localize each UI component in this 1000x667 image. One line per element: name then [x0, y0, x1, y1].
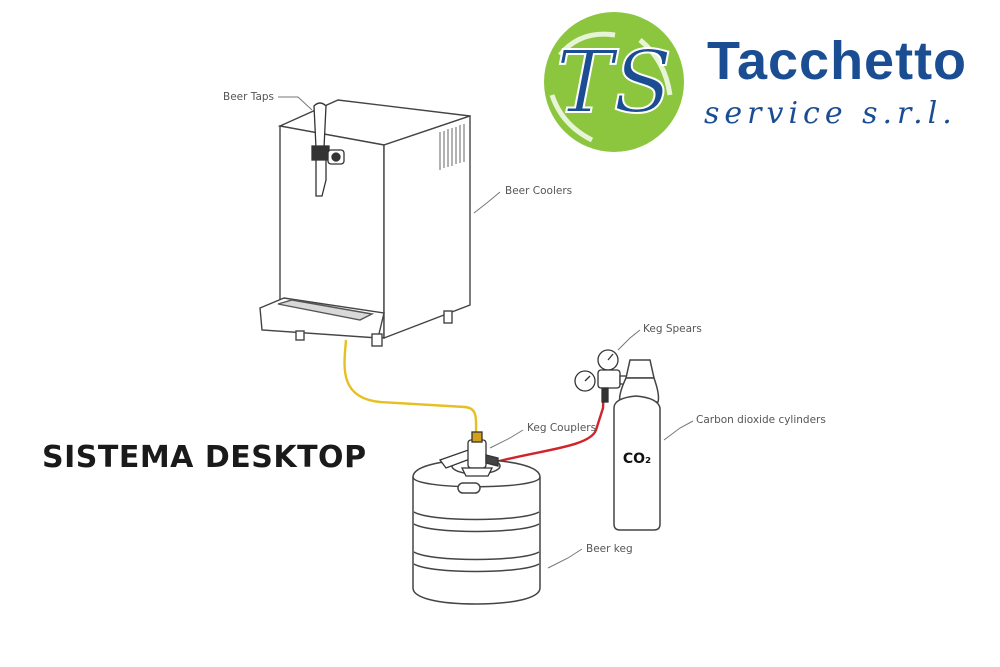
gas-line [495, 384, 606, 464]
label-co2-cylinders: Carbon dioxide cylinders [696, 414, 826, 426]
gauge-needle [607, 353, 614, 361]
beer-tap [311, 102, 345, 197]
regulator-outlet [601, 387, 609, 403]
callout-leaders [278, 96, 694, 569]
cylinder-body [613, 395, 661, 531]
cooler-foot [371, 333, 383, 347]
keg-ring-upper [413, 511, 540, 533]
leader-beer-coolers [473, 191, 501, 214]
cooler-foot [295, 330, 305, 341]
drip-tray-grate [277, 299, 375, 321]
coupler-base [460, 467, 494, 477]
brand-subtitle: service s.r.l. [704, 96, 957, 131]
leader-beer-keg [547, 548, 583, 569]
keg-handle [457, 482, 481, 494]
coupler-top [471, 431, 483, 443]
beer-line [343, 339, 478, 433]
tap-handle [313, 102, 327, 149]
co2-cylinder: CO₂ [613, 359, 661, 531]
cylinder-label: CO₂ [623, 451, 651, 467]
cylinder-shoulder [618, 377, 660, 403]
label-beer-coolers: Beer Coolers [505, 185, 573, 197]
gauge-needle [584, 375, 591, 382]
logo-letters: TS [556, 33, 672, 133]
leader-co2-cylinders [663, 420, 694, 441]
label-beer-keg: Beer keg [586, 543, 633, 555]
leader-beer-taps [278, 96, 313, 111]
regulator-body [597, 369, 621, 389]
label-beer-taps: Beer Taps [223, 91, 275, 103]
cylinder-valve [625, 359, 655, 379]
tap-collar [311, 145, 330, 161]
label-keg-couplers: Keg Couplers [527, 422, 597, 434]
keg-ring-lower [413, 551, 540, 573]
co2-regulator [574, 349, 631, 403]
logo-white-swirls [549, 31, 673, 143]
tap-nut [331, 152, 341, 162]
tap-body [315, 159, 327, 197]
coupler-gas-inlet [485, 454, 499, 467]
leader-keg-couplers [489, 429, 524, 449]
beer-cooler [259, 99, 471, 347]
beer-keg [412, 457, 541, 605]
leader-keg-spears [617, 329, 641, 351]
cooler-side [383, 115, 471, 340]
drip-tray [259, 297, 385, 339]
label-keg-spears: Keg Spears [643, 323, 702, 335]
cooler-foot [443, 310, 453, 324]
keg-coupler [438, 431, 499, 477]
coupler-body [467, 439, 487, 469]
cooler-vent [439, 124, 465, 170]
tacchetto-logo: TS [544, 12, 684, 152]
page-heading: SISTEMA DESKTOP [42, 440, 367, 475]
brand-name: Tacchetto [707, 31, 968, 91]
